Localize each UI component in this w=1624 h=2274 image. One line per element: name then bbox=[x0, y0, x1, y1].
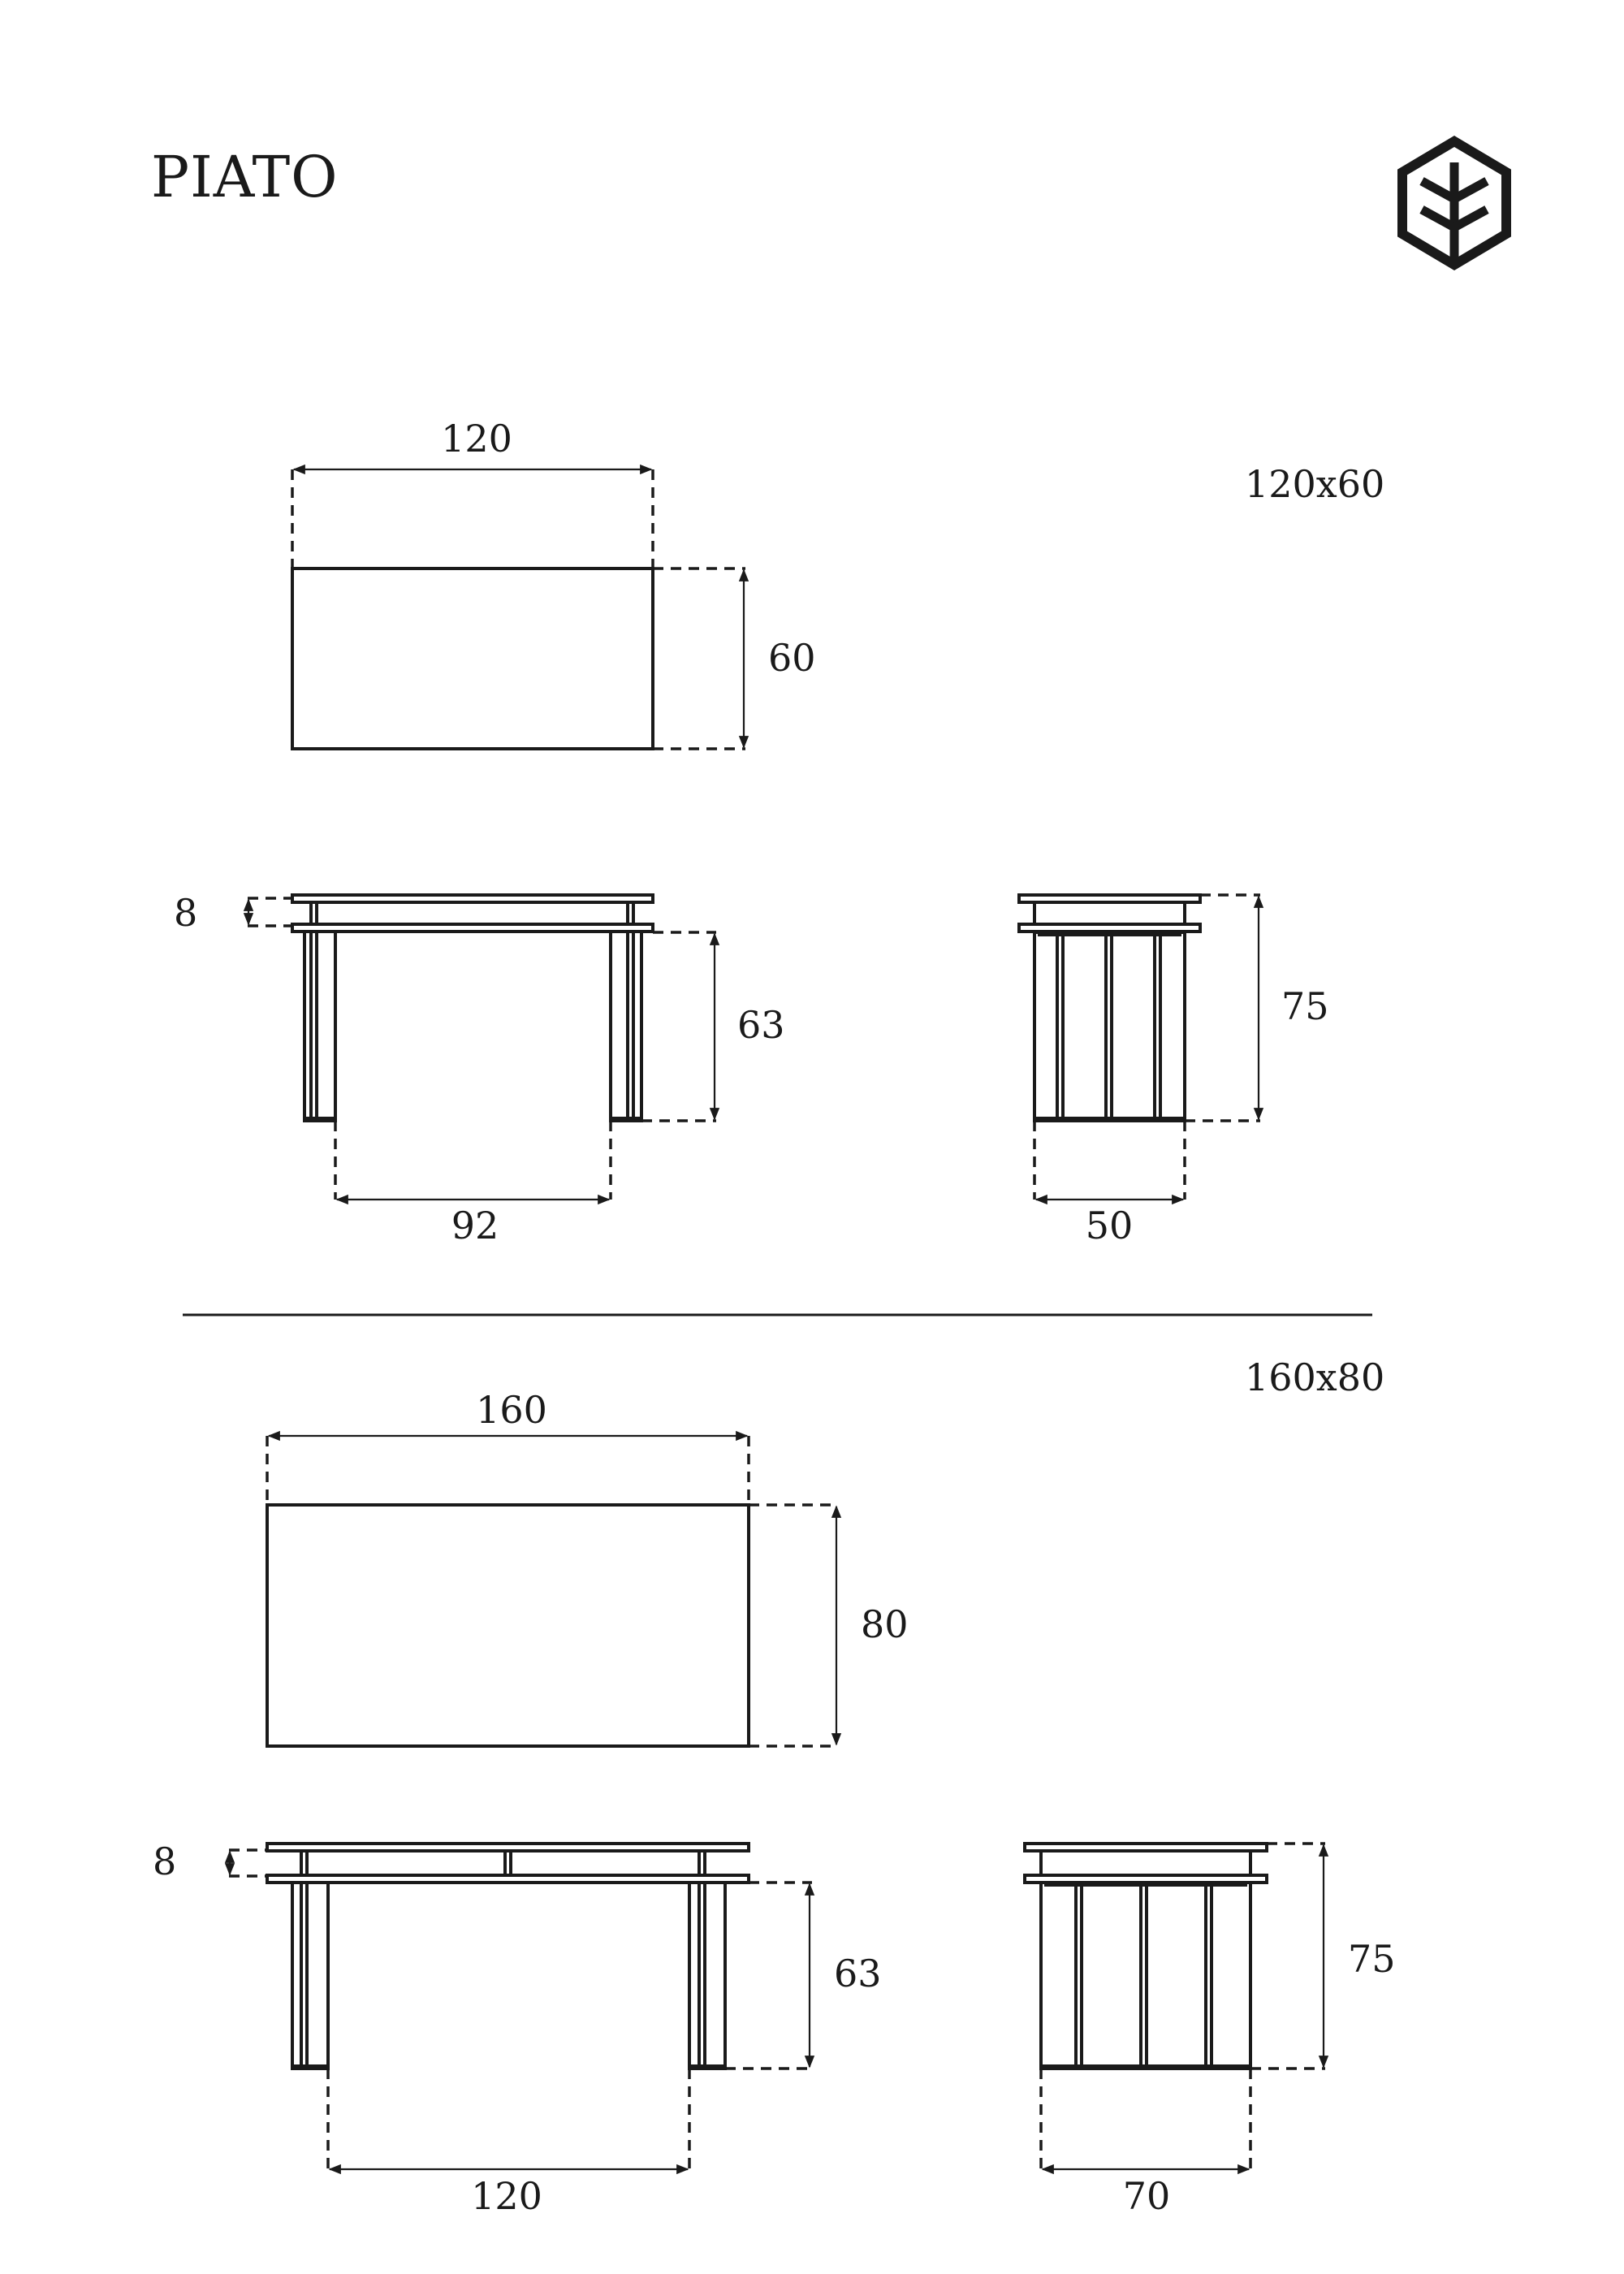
leg-left bbox=[303, 930, 337, 1122]
total-height-label: 75 bbox=[1348, 1937, 1396, 1981]
leg-right bbox=[688, 1881, 727, 2070]
size-label: 160x80 bbox=[1245, 1355, 1384, 1399]
leg-span-label: 92 bbox=[451, 1204, 499, 1247]
top-gap-label: 8 bbox=[174, 891, 197, 935]
end-elevation-view: 75 50 bbox=[1017, 893, 1329, 1247]
size-label: 120x60 bbox=[1245, 462, 1384, 506]
leg-left bbox=[291, 1881, 330, 2070]
leg-height-label: 63 bbox=[834, 1952, 882, 1995]
depth-dimension-label: 60 bbox=[768, 636, 816, 680]
width-dimension-label: 120 bbox=[441, 417, 512, 460]
variant-120x60: 120x60 120 60 bbox=[174, 417, 1384, 1247]
hexagon-leaf-logo-icon bbox=[1397, 136, 1511, 270]
variant-160x80: 160x80 160 80 bbox=[153, 1355, 1396, 2218]
total-height-label: 75 bbox=[1281, 984, 1329, 1028]
end-elevation-view: 75 70 bbox=[1023, 1842, 1396, 2218]
leg-span-label: 120 bbox=[471, 2174, 542, 2218]
top-view: 160 80 bbox=[266, 1388, 909, 1748]
tabletop-outline bbox=[266, 1503, 750, 1748]
side-elevation-view: 8 63 92 bbox=[174, 891, 785, 1247]
top-gap-label: 8 bbox=[153, 1840, 176, 1883]
leg-height-label: 63 bbox=[737, 1003, 785, 1047]
side-elevation-view: 8 63 120 bbox=[153, 1840, 882, 2218]
depth-dimension-label: 80 bbox=[861, 1602, 909, 1646]
page-title: PIATO bbox=[151, 144, 339, 210]
top-view: 120 60 bbox=[291, 417, 816, 750]
width-dimension-label: 160 bbox=[476, 1388, 547, 1432]
base-width-label: 70 bbox=[1123, 2174, 1171, 2218]
tabletop-outline bbox=[291, 567, 654, 750]
base-width-label: 50 bbox=[1086, 1204, 1134, 1247]
